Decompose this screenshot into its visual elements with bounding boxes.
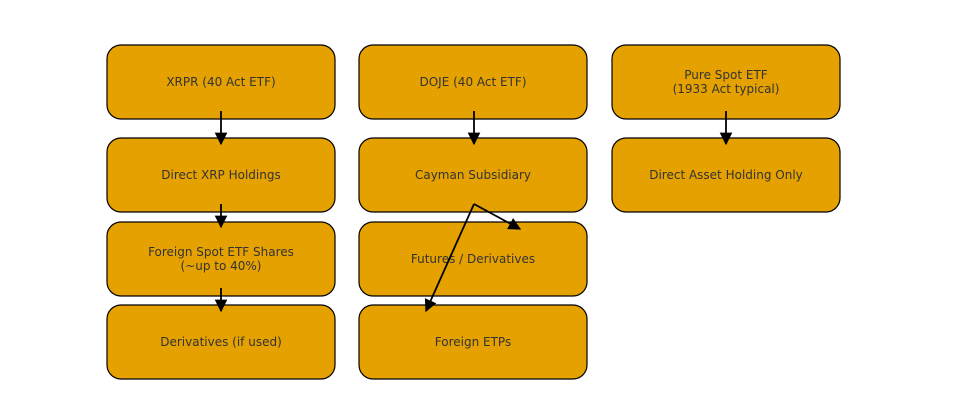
- node-xrp-holdings: Direct XRP Holdings: [106, 137, 336, 213]
- node-label: Cayman Subsidiary: [415, 168, 531, 182]
- node-futures: Futures / Derivatives: [358, 221, 588, 297]
- node-box: [358, 44, 588, 120]
- node-cayman: Cayman Subsidiary: [358, 137, 588, 213]
- node-foreign-spot: Foreign Spot ETF Shares(~up to 40%): [106, 221, 336, 297]
- node-label: Foreign Spot ETF Shares: [148, 245, 294, 259]
- edge-cayman-to-futures: [473, 203, 522, 230]
- node-label: Futures / Derivatives: [411, 252, 535, 266]
- edge-cayman-to-foreign-etps: [424, 203, 475, 313]
- node-pure-spot: Pure Spot ETF(1933 Act typical): [611, 44, 841, 120]
- node-label: Pure Spot ETF: [684, 68, 768, 82]
- node-label: DOJE (40 Act ETF): [420, 75, 527, 89]
- node-box: [358, 304, 588, 380]
- node-xrpr: XRPR (40 Act ETF): [106, 44, 336, 120]
- nodes-layer: XRPR (40 Act ETF) Direct XRP HoldingsFore…: [106, 44, 841, 380]
- node-label: Foreign ETPs: [435, 335, 511, 349]
- node-label: Direct Asset Holding Only: [649, 168, 803, 182]
- node-box: [358, 221, 588, 297]
- node-label: (1933 Act typical): [673, 82, 780, 96]
- node-doje: DOJE (40 Act ETF): [358, 44, 588, 120]
- node-label: XRPR (40 Act ETF): [166, 75, 275, 89]
- node-label: (~up to 40%): [181, 259, 262, 273]
- node-label: Direct XRP Holdings: [161, 168, 280, 182]
- node-foreign-etps: Foreign ETPs: [358, 304, 588, 380]
- node-direct-asset: Direct Asset Holding Only: [611, 137, 841, 213]
- node-derivs-used: Derivatives (if used): [106, 304, 336, 380]
- node-label: Derivatives (if used): [160, 335, 282, 349]
